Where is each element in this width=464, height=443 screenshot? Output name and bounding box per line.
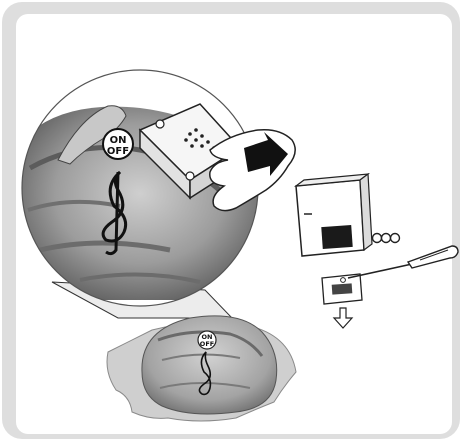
battery-compartment [296, 174, 400, 256]
battery-icon [373, 234, 400, 243]
arrow-down-icon [334, 308, 352, 328]
switch-label-on-large: ON [110, 135, 127, 146]
plush-toy-small: ON OFF [142, 316, 277, 414]
switch-label-off: OFF [200, 340, 214, 348]
on-off-switch-large[interactable]: ON OFF [103, 129, 133, 159]
switch-label-off-large: OFF [107, 146, 129, 157]
on-off-switch-small[interactable]: ON OFF [198, 331, 216, 349]
battery-cover [322, 274, 362, 304]
screwdriver-icon [348, 246, 458, 278]
